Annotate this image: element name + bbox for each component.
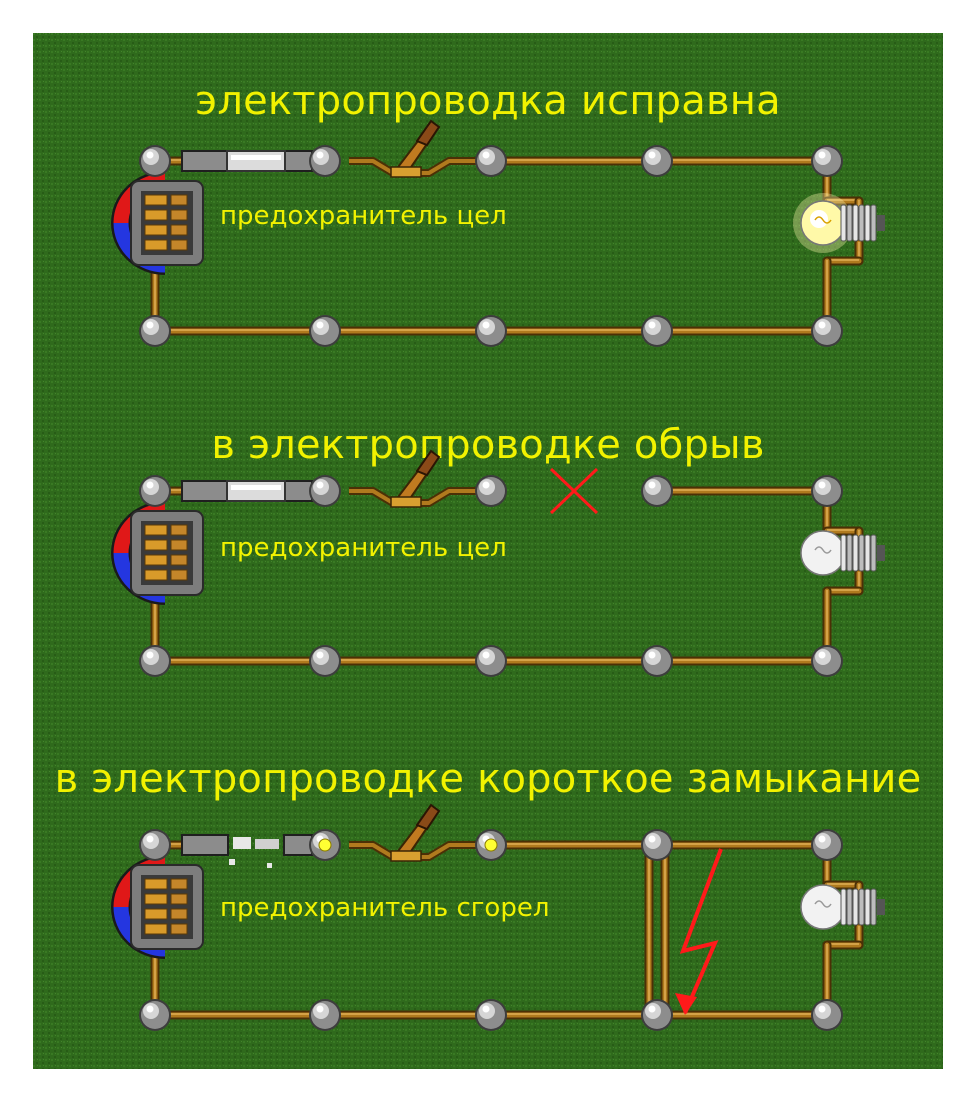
circuit-diagram [111,803,885,1031]
cross-mark-icon [549,467,599,515]
terminal-node [139,645,171,677]
terminal-node [811,829,843,861]
terminal-node [139,145,171,177]
generator-icon [111,501,204,605]
terminal-node [309,829,341,861]
terminal-node [811,475,843,507]
panel-short-circuit: в электропроводке короткое замыкание пре… [33,713,943,1069]
terminal-node [309,645,341,677]
terminal-node [309,145,341,177]
terminal-node [309,315,341,347]
terminal-node [475,829,507,861]
wire-network [150,486,864,666]
generator-icon [111,171,204,275]
terminal-node [641,999,673,1031]
terminal-node [641,829,673,861]
circuit-diagram [111,119,885,347]
terminal-node [475,999,507,1031]
terminal-node [139,475,171,507]
fuse-icon [181,834,313,868]
terminal-node [139,829,171,861]
light-bulb-icon [800,884,885,930]
terminal-node [641,315,673,347]
knife-switch-icon [349,119,481,178]
generator-icon [111,855,204,959]
terminal-node [475,315,507,347]
fuse-status-label: предохранитель сгорел [220,893,550,923]
terminal-node [309,475,341,507]
circuit-board: электропроводка исправна предохранитель … [33,33,943,1069]
terminal-node [811,145,843,177]
terminal-node [309,999,341,1031]
terminal-node [475,645,507,677]
terminal-node [811,645,843,677]
wire-network [150,840,864,1020]
wire-network [150,156,864,336]
fuse-icon [181,480,313,502]
lightning-bolt-icon [675,848,723,1015]
panel-heading: в электропроводке короткое замыкание [54,756,922,802]
fuse-icon [181,150,313,172]
terminal-node [811,999,843,1031]
knife-switch-icon [349,449,481,508]
light-bulb-icon [800,530,885,576]
panel-working: электропроводка исправна предохранитель … [33,33,943,373]
terminal-node [139,999,171,1031]
terminal-node [811,315,843,347]
terminal-node [641,475,673,507]
fuse-status-label: предохранитель цел [220,201,507,231]
terminal-node [641,145,673,177]
light-bulb-icon [793,193,885,253]
knife-switch-icon [349,803,481,862]
circuit-diagram [111,449,885,677]
terminal-node [139,315,171,347]
panel-heading: в электропроводке обрыв [211,422,765,468]
fuse-status-label: предохранитель цел [220,533,507,563]
terminal-node [475,475,507,507]
terminal-node [475,145,507,177]
panel-heading: электропроводка исправна [195,78,781,124]
panel-open-circuit: в электропроводке обрыв предохранитель ц… [33,373,943,713]
terminal-node [641,645,673,677]
